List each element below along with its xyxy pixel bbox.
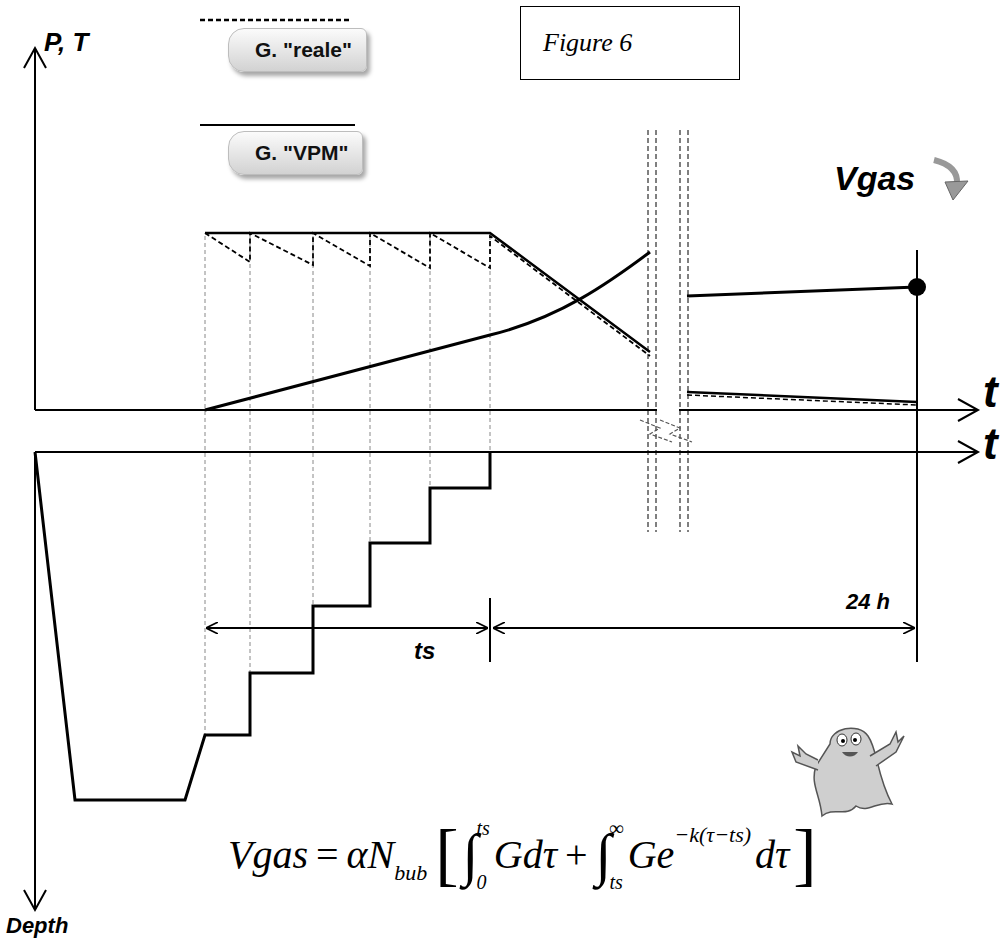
legend-text: G. "reale": [255, 38, 352, 62]
legend-tag: G. "reale": [228, 28, 367, 72]
axis-arrowhead: [24, 890, 46, 910]
break-line: [680, 130, 681, 532]
dive-profile: [35, 452, 490, 800]
ghost-arm: [870, 732, 904, 766]
break-line: [648, 130, 649, 532]
formula-term: ∫: [596, 826, 612, 884]
axis-break: [648, 130, 688, 532]
guide-line: [430, 236, 431, 488]
formula-term: ts: [476, 818, 489, 838]
formula-term: bub: [394, 862, 427, 884]
formula-term: =: [316, 835, 339, 875]
ghost-eye: [851, 733, 861, 745]
guide-lines: [205, 236, 490, 735]
legend-sample-solid: [200, 124, 355, 126]
axis-arrowhead: [24, 48, 46, 68]
vpm-gradient-curve: [205, 233, 650, 352]
axis-label: Depth: [6, 914, 68, 938]
formula-term: ts: [609, 872, 623, 892]
formula-term: 0: [476, 872, 489, 892]
depth-axes: [24, 441, 978, 910]
dimension-label: ts: [414, 638, 435, 664]
formula-term: −k(τ−ts): [674, 824, 751, 846]
guide-line: [205, 236, 206, 735]
ghost-pupil: [841, 739, 845, 743]
formula: Vgas=αNbub[∫ts0Gdτ+∫∞tsGe−k(τ−ts)dτ]: [228, 818, 821, 892]
ghost-arm: [792, 746, 818, 770]
formula-term: ]: [793, 820, 816, 890]
vgas-pointer-head: [945, 181, 968, 200]
guide-line: [250, 236, 251, 673]
dimension-tick: [916, 250, 918, 662]
integral: ∫∞ ts: [596, 818, 624, 892]
formula-term: Ge: [628, 835, 675, 875]
break-line: [656, 130, 657, 532]
formula-term: αN: [347, 835, 395, 875]
integral: ∫ts 0: [463, 818, 490, 892]
24h-dimension: [494, 627, 914, 629]
axis-label: t: [983, 420, 998, 468]
y-axis: [34, 48, 36, 410]
formula-term: [: [435, 820, 458, 890]
x-axis: [35, 409, 978, 411]
legend-text: G. "VPM": [255, 141, 348, 165]
axis-arrowhead: [958, 441, 978, 463]
pt-axes: [24, 48, 978, 421]
ghost-mouth: [842, 752, 858, 757]
dimension-tick: [489, 598, 491, 662]
formula-term: +: [565, 835, 588, 875]
ghost-pupil: [853, 738, 857, 742]
integral-limits: ∞ ts: [609, 818, 623, 892]
ts-dimension: [207, 627, 487, 629]
integral-limits: ts 0: [476, 818, 489, 892]
quantity-label: Vgas: [834, 160, 915, 197]
break-gap: [657, 140, 679, 440]
axis-label: P, T: [44, 28, 88, 57]
axis-arrowhead: [958, 399, 978, 421]
caption-text: Figure 6: [543, 28, 632, 58]
formula-term: ∫: [463, 826, 479, 884]
vgas-point: [908, 278, 926, 296]
gas-volume-curve: [687, 287, 917, 296]
break-zigzag: [640, 420, 692, 442]
vgas-pointer: [934, 160, 957, 184]
formula-term: ∞: [609, 818, 623, 838]
real-gradient-curve: [205, 233, 650, 356]
ghost-eye: [837, 734, 847, 746]
guide-line: [313, 236, 314, 606]
formula-term: Gdτ: [494, 835, 557, 875]
formula-term: dτ: [755, 835, 789, 875]
caption-box: Figure 6: [520, 6, 740, 80]
dimension-label: 24 h: [846, 590, 890, 614]
guide-line: [370, 236, 371, 543]
formula-term: Vgas: [228, 835, 308, 875]
depth-axis: [34, 452, 36, 910]
tension-curve: [205, 252, 650, 410]
real-gradient-tail: [687, 395, 917, 405]
time-axis: [35, 451, 978, 453]
axis-label: t: [983, 368, 998, 416]
legend-sample-dashed: [200, 19, 350, 22]
ghost-body: [814, 728, 892, 816]
break-line: [688, 130, 689, 532]
legend-tag: G. "VPM": [228, 131, 363, 175]
ghost-cartoon: [792, 728, 904, 816]
